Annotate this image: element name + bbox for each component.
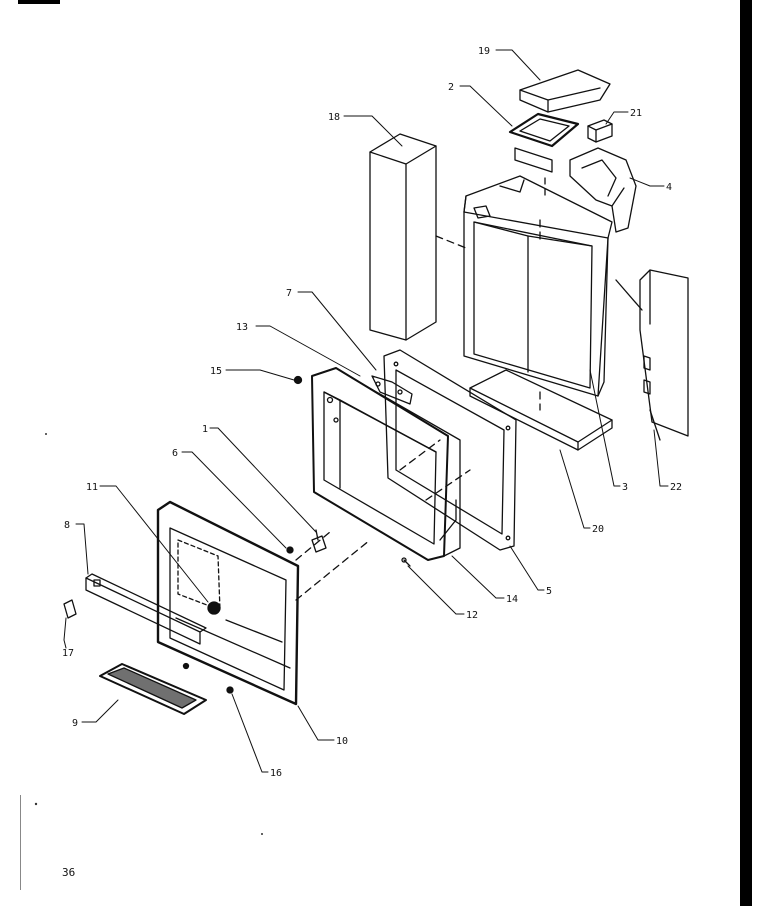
part-4-duct (569, 147, 637, 233)
scan-edge-bar (740, 0, 752, 906)
callout-10: 10 (336, 736, 348, 747)
callout-14: 14 (506, 594, 518, 605)
part-15-screw (293, 375, 303, 385)
callout-18: 18 (328, 112, 340, 123)
margin-rule (20, 795, 21, 890)
part-13-frame-housing (311, 367, 461, 561)
part-6-screw (286, 546, 294, 554)
callout-22: 22 (670, 482, 682, 493)
part-17-bracket (63, 599, 77, 619)
callout-4: 4 (666, 182, 672, 193)
part-8-trim-strip (85, 573, 207, 645)
callout-5: 5 (546, 586, 552, 597)
page-number: 36 (62, 866, 76, 879)
callout-8: 8 (64, 520, 70, 531)
part-2-gasket-frame (508, 112, 580, 173)
part-9-grille (99, 663, 207, 715)
callout-12: 12 (466, 610, 478, 621)
part-5-gasket-plate (383, 349, 517, 551)
top-edge-mark (18, 0, 60, 4)
callout-leaders (63, 49, 669, 773)
callout-15: 15 (210, 366, 222, 377)
scan-specks (34, 433, 263, 835)
part-10-front-frame (156, 500, 300, 706)
part-11-knob (207, 601, 221, 615)
part-3-housing (463, 175, 613, 397)
callout-7: 7 (286, 288, 292, 299)
callout-2: 2 (448, 82, 454, 93)
part-16-screws (182, 662, 234, 694)
callout-17: 17 (62, 648, 74, 659)
callout-19: 19 (478, 46, 490, 57)
part-21-block (587, 119, 613, 143)
callout-21: 21 (630, 108, 642, 119)
callout-9: 9 (72, 718, 78, 729)
callout-13: 13 (236, 322, 248, 333)
callout-6: 6 (172, 448, 178, 459)
callout-3: 3 (622, 482, 628, 493)
assembly-leaders (295, 219, 541, 601)
part-22-side-panel (615, 269, 689, 441)
callout-16: 16 (270, 768, 282, 779)
part-19-top-cap (519, 69, 611, 113)
part-12-screw (401, 557, 411, 567)
callout-labels: 19 2 21 4 18 7 13 15 1 6 11 8 17 9 10 16… (62, 46, 682, 779)
callout-11: 11 (86, 482, 98, 493)
callout-20: 20 (592, 524, 604, 535)
part-18-insulation-block (369, 133, 437, 341)
callout-1: 1 (202, 424, 208, 435)
